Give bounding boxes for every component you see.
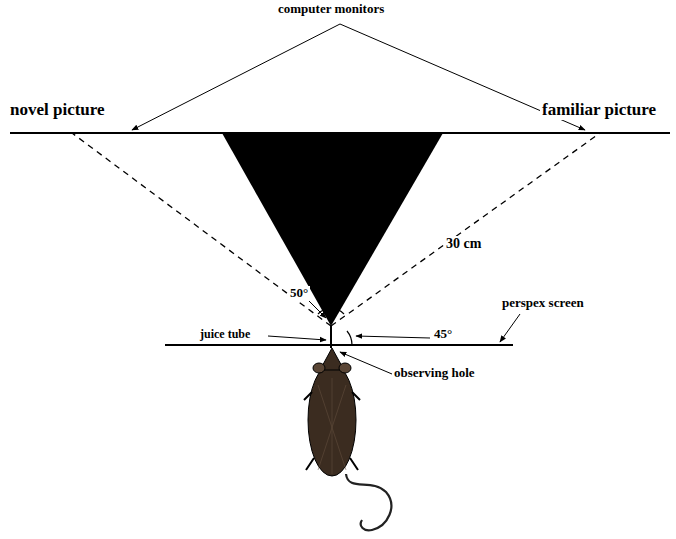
dimension-label: 30 cm — [444, 236, 483, 252]
part-label: perspex screen — [500, 296, 586, 311]
leader-line — [132, 24, 340, 130]
part-label: juice tube — [198, 328, 252, 342]
juice-tube — [330, 326, 332, 348]
angle-label: 45° — [432, 327, 454, 342]
part-label: observing hole — [392, 366, 477, 381]
title-label: computer monitors — [276, 2, 386, 17]
sight-line-right — [331, 133, 600, 326]
perspex-screen — [165, 344, 513, 346]
picture-label: familiar picture — [540, 100, 658, 120]
leader-line — [268, 336, 326, 340]
angle-label: 50° — [288, 286, 310, 301]
leader-line — [340, 352, 392, 374]
angle-arc-50 — [318, 308, 344, 314]
picture-label: novel picture — [8, 100, 107, 120]
leader-line — [356, 336, 430, 338]
black-divider — [222, 133, 443, 326]
rat — [304, 348, 391, 530]
angle-arc-45 — [347, 331, 352, 345]
leader-line — [308, 300, 326, 318]
sight-line-left — [72, 133, 331, 326]
leader-line — [500, 314, 520, 342]
